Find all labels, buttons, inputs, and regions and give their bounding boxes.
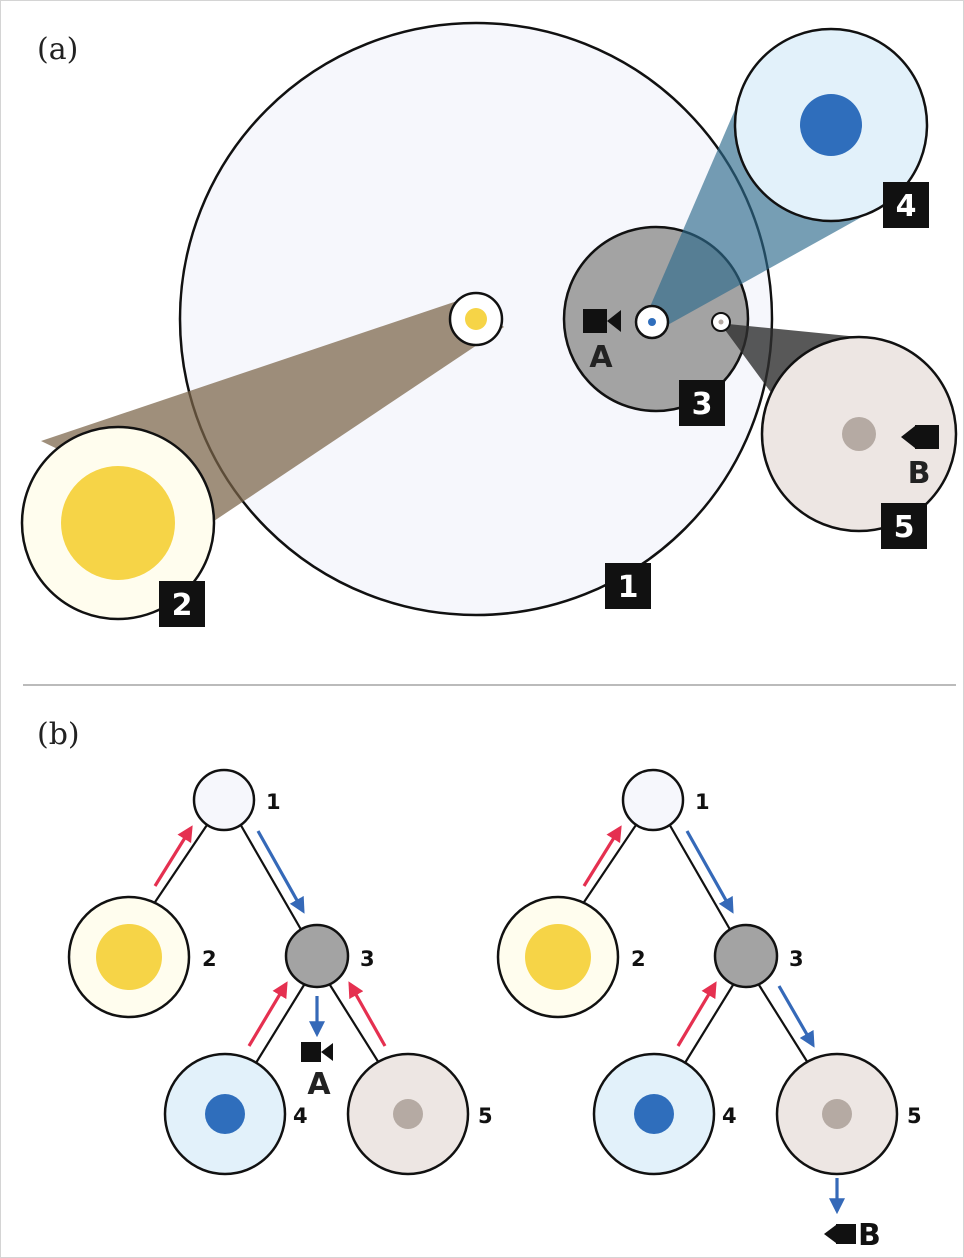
arrow-down: [256, 830, 305, 914]
tree-left-node-2: [67, 895, 191, 1019]
arrow-up: [247, 981, 288, 1047]
svg-text:3: 3: [692, 387, 713, 422]
node-5-small: [711, 312, 731, 332]
tree-right-camera-icon: [824, 1224, 856, 1244]
tree-right-arrows: [582, 825, 845, 1215]
panel-a-label: (a): [37, 32, 78, 67]
tree-right-label-1: 1: [695, 790, 710, 814]
tree-right-node-1: [621, 768, 685, 832]
tree-right: 1 2 3 4 5 B: [496, 768, 922, 1253]
camera-b-icon: [901, 425, 939, 449]
svg-text:2: 2: [172, 588, 193, 623]
svg-text:1: 1: [618, 570, 639, 605]
panel-a: (a): [20, 21, 958, 627]
tree-left-node-4: [163, 1052, 287, 1176]
tree-right-label-2: 2: [631, 947, 646, 971]
camera-b-label: B: [908, 456, 931, 491]
tree-right-edges: [575, 821, 814, 1072]
badge-5: 5: [881, 503, 927, 549]
tree-right-label-5: 5: [907, 1104, 922, 1128]
tree-left: 1 2 3 4 5 A: [67, 768, 493, 1176]
tree-left-label-3: 3: [360, 947, 375, 971]
badge-1: 1: [605, 563, 651, 609]
panel-b-label: (b): [37, 717, 80, 752]
tree-left-node-1: [192, 768, 256, 832]
badge-4: 4: [883, 182, 929, 228]
tree-left-arrows: [153, 825, 387, 1047]
camera-a-icon: [583, 309, 621, 333]
svg-text:4: 4: [896, 189, 917, 224]
tree-right-node-2: [496, 895, 620, 1019]
tree-left-node-3: [284, 923, 350, 989]
tree-right-label-4: 4: [722, 1104, 737, 1128]
tree-left-camera-label: A: [307, 1067, 331, 1102]
tree-right-node-5: [775, 1052, 899, 1176]
tree-left-label-4: 4: [293, 1104, 308, 1128]
node-4-small: [634, 304, 670, 340]
tree-right-node-4: [592, 1052, 716, 1176]
tree-right-camera-label: B: [858, 1218, 881, 1253]
tree-left-edges: [146, 821, 385, 1072]
node-5-magnified: [760, 335, 958, 533]
tree-left-node-5: [346, 1052, 470, 1176]
zoom-cone-4: [643, 105, 869, 327]
tree-left-label-1: 1: [266, 790, 281, 814]
panel-b: (b): [37, 717, 922, 1253]
node-2-star-small: [448, 291, 504, 347]
camera-a-label: A: [589, 340, 613, 375]
arrow-up: [348, 981, 387, 1047]
tree-left-label-5: 5: [478, 1104, 493, 1128]
tree-right-node-3: [713, 923, 779, 989]
badge-2: 2: [159, 581, 205, 627]
arrow-up: [153, 825, 193, 887]
tree-left-label-2: 2: [202, 947, 217, 971]
svg-text:5: 5: [894, 510, 915, 545]
tree-left-camera-icon: [301, 1042, 333, 1062]
arrow-down: [777, 985, 815, 1048]
arrow-up: [582, 825, 622, 887]
arrow-up: [676, 981, 717, 1047]
tree-right-label-3: 3: [789, 947, 804, 971]
badge-3: 3: [679, 380, 725, 426]
node-4-magnified: [733, 27, 929, 223]
arrow-down: [685, 830, 734, 914]
node-2-magnified: [20, 425, 216, 621]
